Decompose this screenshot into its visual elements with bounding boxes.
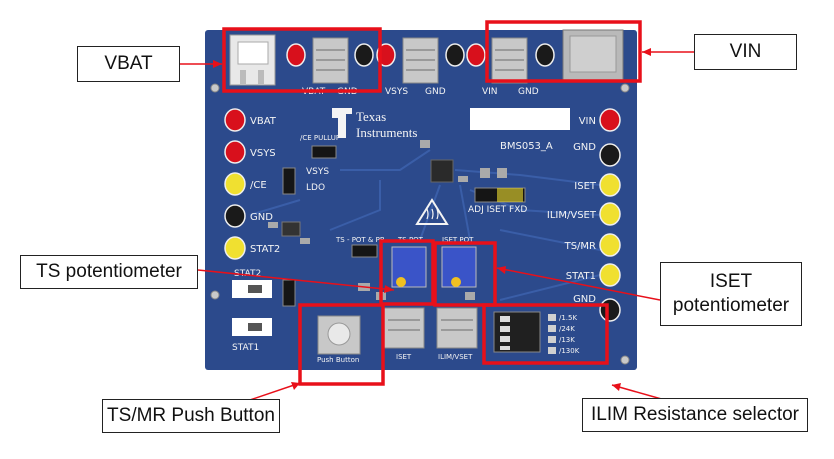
silk-vsys: VSYS <box>306 167 329 177</box>
ilim-highlight <box>482 303 609 365</box>
silk-right-gnd-1: GND <box>573 142 596 153</box>
silk-res-1: /1.5K <box>559 314 577 322</box>
silk-stat2: STAT2 <box>234 269 261 279</box>
ti-logo-line1: Texas <box>356 109 386 124</box>
ti-logo-icon <box>332 108 352 138</box>
push-button-callout: TS/MR Push Button <box>102 399 280 433</box>
right-test-points <box>599 108 621 322</box>
silk-right-iset: ISET <box>574 181 597 192</box>
leader-arrowheads <box>213 48 651 391</box>
board-id: BMS053_A <box>500 141 553 152</box>
caution-heat-icon <box>415 198 449 225</box>
iset-pot-callout-line2: potentiometer <box>672 295 790 316</box>
iset-potentiometer <box>441 246 477 288</box>
ilim-dip-switch <box>493 311 541 353</box>
ilim-callout: ILIM Resistance selector <box>582 398 808 432</box>
silk-res-3: /13K <box>559 336 575 344</box>
push-button-component <box>317 315 361 355</box>
silk-push-button: Push Button <box>317 356 359 364</box>
vbat-callout: VBAT <box>77 46 180 82</box>
silk-res-4: /130K <box>559 347 580 355</box>
ti-logo-line2: Instruments <box>356 125 417 140</box>
ts-potentiometer <box>391 246 427 288</box>
ts-pot-highlight <box>379 239 435 306</box>
pcb-traces <box>249 149 601 301</box>
silk-right-ilim-vset: ILIM/VSET <box>547 210 597 221</box>
silk-adj-iset-fxd: ADJ ISET FXD <box>468 205 527 215</box>
silk-right-vin: VIN <box>579 116 596 127</box>
label-area <box>470 108 570 130</box>
silk-left-vsys: VSYS <box>250 148 276 159</box>
silk-top-gnd-3: GND <box>518 87 539 97</box>
silk-left-stat2: STAT2 <box>250 244 280 255</box>
silk-left-vbat: VBAT <box>250 116 277 127</box>
mounting-holes <box>210 83 630 365</box>
silk-iset: ISET <box>396 353 412 361</box>
silk-top-vsys: VSYS <box>385 87 408 97</box>
silk-ce-pullup: /CE PULLUP <box>300 134 340 142</box>
silk-top-vin: VIN <box>482 87 498 97</box>
iset-pot-highlight <box>433 241 497 307</box>
push-button-highlight <box>298 303 385 386</box>
ts-pot-callout: TS potentiometer <box>20 255 198 289</box>
iset-pot-callout: ISET potentiometer <box>660 262 802 326</box>
silk-iset-pot: ISET POT <box>442 236 474 244</box>
vin-callout: VIN <box>694 34 797 70</box>
highlight-boxes <box>222 20 642 386</box>
left-test-points <box>224 108 246 260</box>
vbat-highlight <box>222 27 382 93</box>
iset-pot-callout-line1: ISET <box>709 271 753 293</box>
charger-ic <box>430 159 454 183</box>
silk-ilim-vset: ILIM/VSET <box>438 353 473 361</box>
silk-ldo: LDO <box>306 183 325 193</box>
vin-highlight <box>485 20 642 83</box>
silk-ts-pot-pb: TS - POT & PB <box>335 236 385 244</box>
silk-right-ts-mr: TS/MR <box>564 241 596 252</box>
silk-left-ce: /CE <box>250 180 267 191</box>
silk-right-gnd-2: GND <box>573 294 596 305</box>
silk-right-stat1: STAT1 <box>566 271 596 282</box>
silk-res-2: /24K <box>559 325 575 333</box>
silk-stat1: STAT1 <box>232 343 259 353</box>
silk-left-gnd: GND <box>250 212 273 223</box>
silk-top-gnd-2: GND <box>425 87 446 97</box>
top-test-points <box>286 43 555 67</box>
